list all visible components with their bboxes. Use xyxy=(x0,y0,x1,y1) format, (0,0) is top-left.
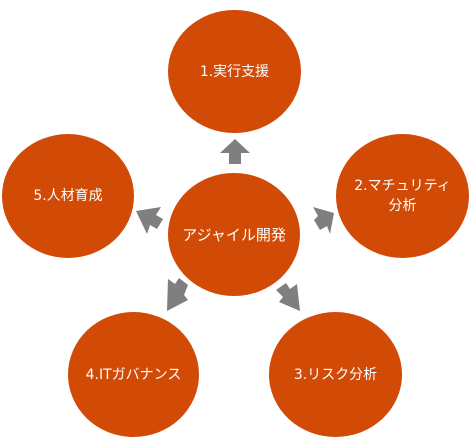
center-node-agile-development: アジャイル開発 xyxy=(168,173,300,296)
arrow-to-node-3-icon xyxy=(276,283,300,311)
node-1-execution-support: 1.実行支援 xyxy=(168,10,301,133)
node-3-risk-analysis: 3.リスク分析 xyxy=(269,312,402,437)
arrow-to-node-4-icon xyxy=(167,278,188,311)
arrow-to-node-1-icon xyxy=(220,139,250,164)
node-4-it-governance: 4.ITガバナンス xyxy=(68,312,199,437)
arrow-to-node-5-icon xyxy=(136,207,163,234)
arrow-to-node-2-icon xyxy=(313,207,334,234)
node-2-maturity-analysis: 2.マチュリティ 分析 xyxy=(336,134,469,258)
node-5-talent-development: 5.人材育成 xyxy=(2,134,134,258)
